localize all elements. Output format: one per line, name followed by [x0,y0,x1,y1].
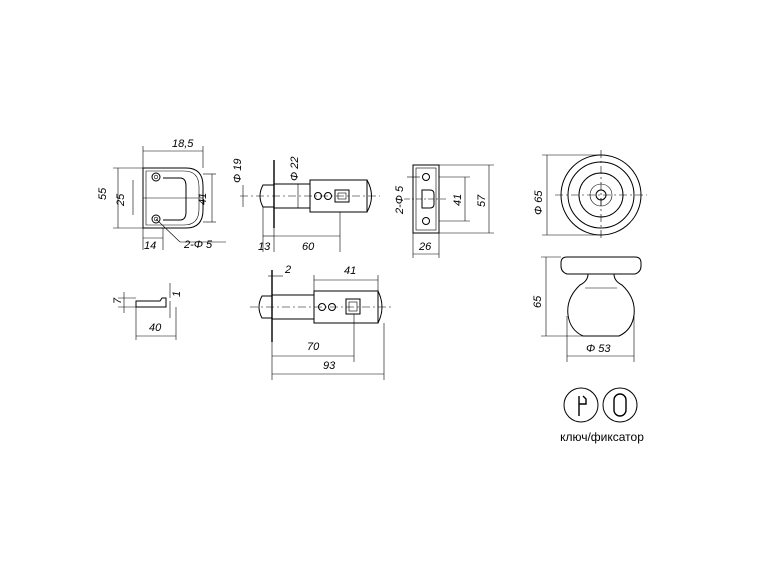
dim-plate-height: 57 [476,194,488,207]
dim-long-face: 2 [284,264,291,276]
rosette-dimensions: Φ 65 [533,154,601,236]
dim-strike-inner: 41 [197,193,209,205]
dim-long-inner: 41 [344,265,356,277]
dim-strike-height: 55 [97,187,109,200]
dim-long-backset: 70 [307,341,320,353]
strike-plate-view [142,167,204,229]
rosette-view [555,150,647,240]
dim-rosette-dia: Φ 65 [533,190,545,215]
dim-strike-width: 18,5 [172,138,194,150]
dim-latch-length: 60 [302,241,315,253]
function-caption: ключ/фиксатор [560,430,644,444]
dim-plate-width: 26 [418,241,432,253]
strike-dimensions: 18,5 55 25 41 14 2-Φ 5 [97,138,226,252]
dim-side-one: 1 [171,291,183,297]
thumb-turn-icon [602,387,638,423]
latch-short-dimensions: Φ 19 Φ 22 13 60 [232,157,341,253]
knob-view [560,256,642,337]
dim-plate-inner: 41 [452,194,464,206]
strike-side-dimensions: 7 1 40 [112,291,183,334]
latch-short-view [240,160,380,228]
strike-side-view [118,283,177,340]
dim-knob-height: 65 [532,295,544,308]
knob-dimensions: 65 Φ 53 [532,256,635,362]
dim-strike-holes: 2-Φ 5 [183,239,213,251]
latch-long-view [250,270,392,342]
dim-plate-holes: 2-Φ 5 [394,185,406,215]
face-plate-dimensions: 2-Φ 5 41 57 26 [394,164,494,258]
face-plate-view [404,164,448,234]
key-slot-icon [563,387,599,423]
dim-latch-face: 13 [258,241,271,253]
latch-long-dimensions: 2 41 70 93 [268,264,385,380]
dim-strike-offset: 25 [115,193,127,207]
dim-strike-base: 14 [144,240,156,252]
dim-latch-dia-b: Φ 22 [289,157,301,182]
dim-knob-dia: Φ 53 [586,343,611,355]
dim-side-small: 7 [112,297,124,304]
dim-side-width: 40 [149,322,162,334]
dim-latch-dia-a: Φ 19 [232,159,244,184]
dim-long-total: 93 [323,360,336,372]
